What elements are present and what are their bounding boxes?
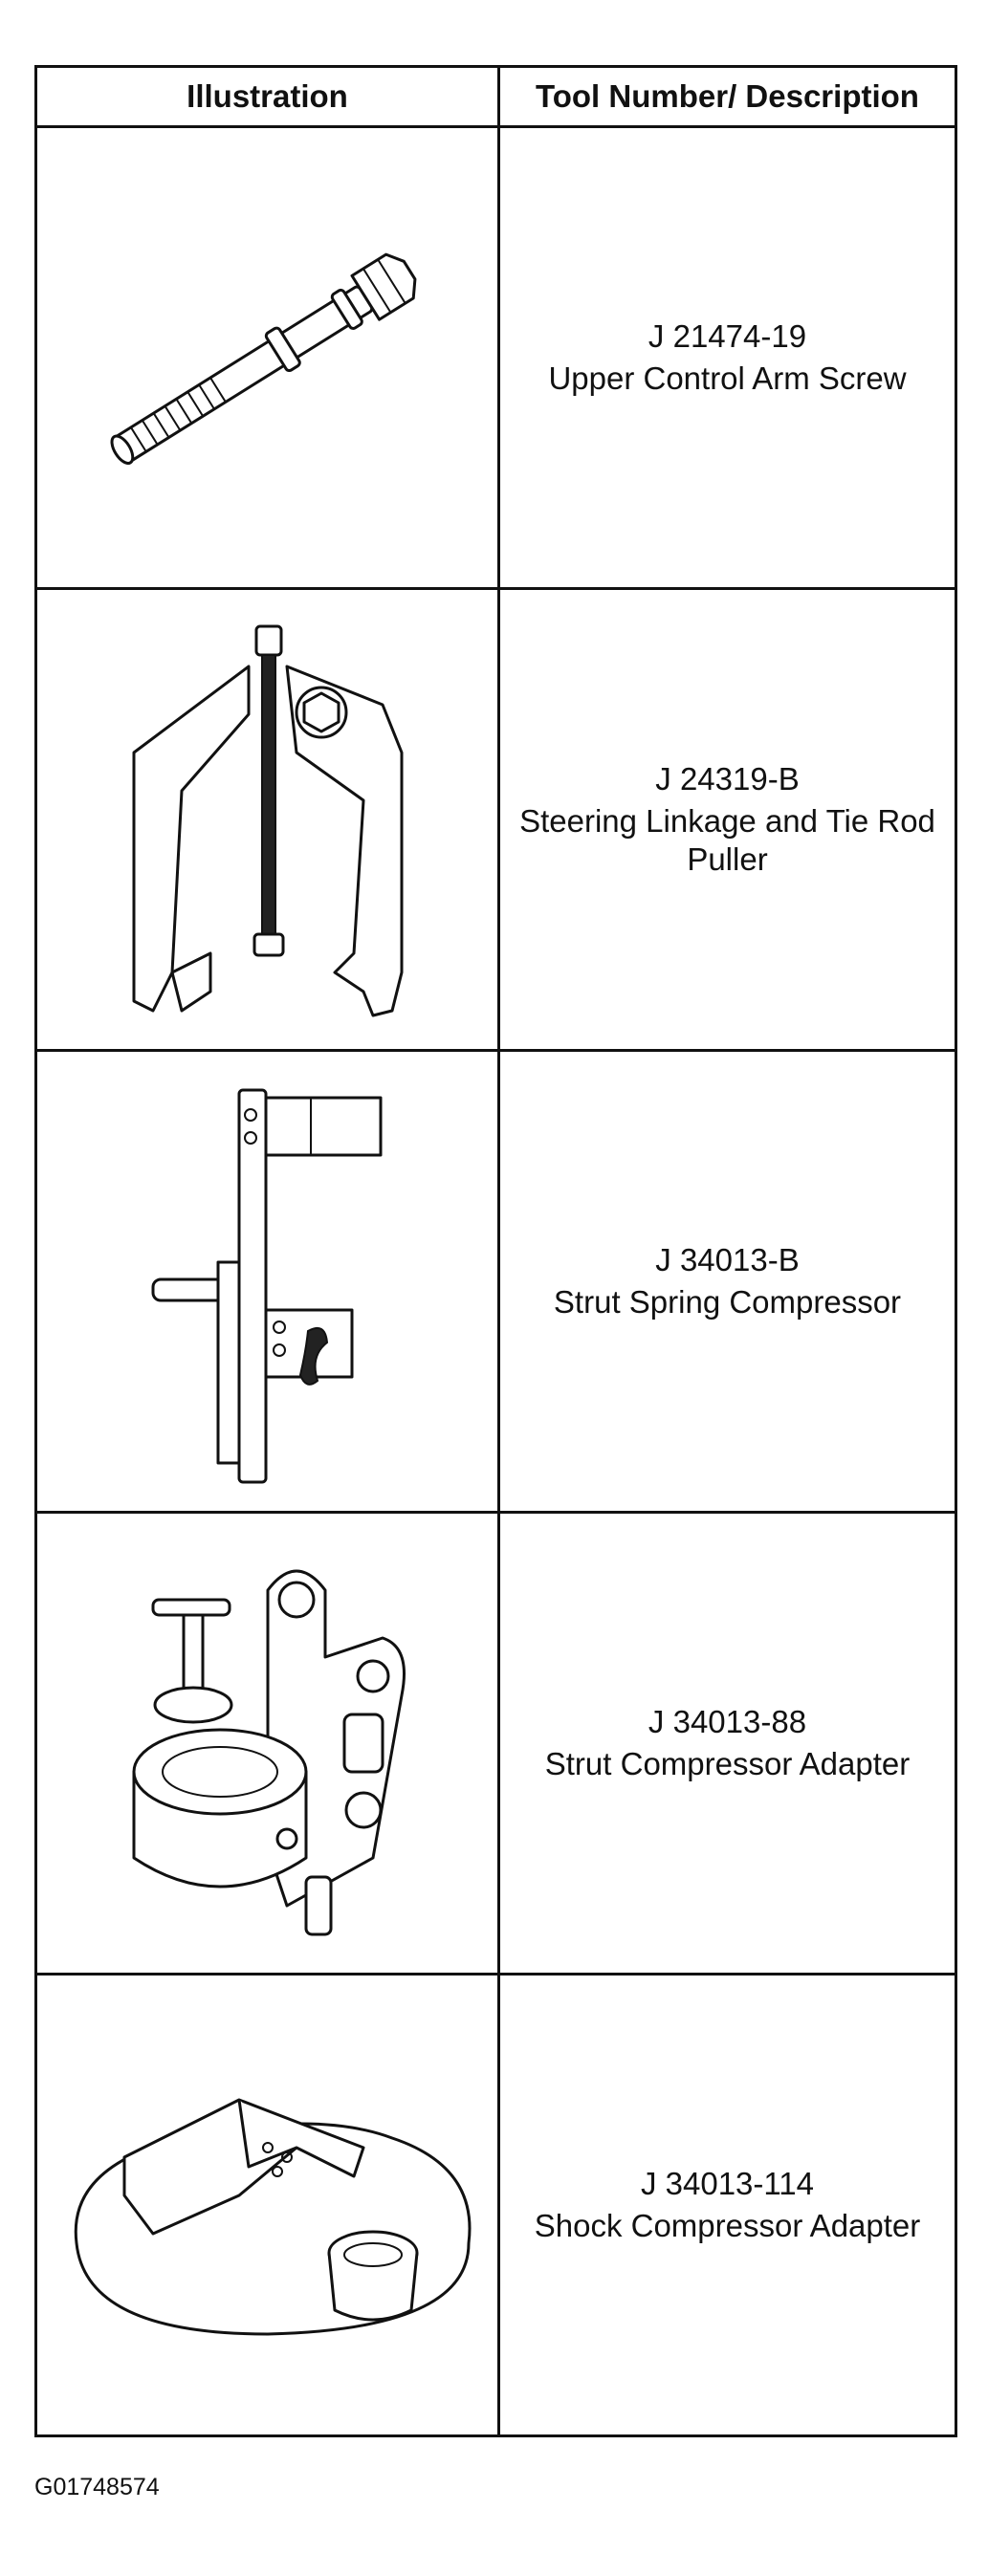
table-row: J 34013-B Strut Spring Compressor (34, 1049, 957, 1514)
tool-number: J 34013-88 (648, 1704, 807, 1739)
puller-illustration (132, 624, 403, 1017)
tool-table-container: Illustration Tool Number/ Description (34, 65, 957, 2437)
description-cell: J 34013-114 Shock Compressor Adapter (497, 1973, 957, 2437)
illustration-cell (34, 1049, 500, 1514)
screw-illustration (110, 252, 416, 465)
illustration-cell (34, 1973, 500, 2437)
tool-table: Illustration Tool Number/ Description (34, 65, 957, 2437)
tool-number: J 34013-B (655, 1242, 800, 1277)
description-cell: J 24319-B Steering Linkage and Tie Rod P… (497, 587, 957, 1052)
tool-description: Upper Control Arm Screw (548, 360, 907, 396)
description-cell: J 34013-B Strut Spring Compressor (497, 1049, 957, 1514)
tool-description: Strut Spring Compressor (553, 1284, 902, 1320)
description-cell: J 34013-88 Strut Compressor Adapter (497, 1511, 957, 1976)
description-cell: J 21474-19 Upper Control Arm Screw (497, 125, 957, 590)
header-tool-number-description: Tool Number/ Description (497, 65, 957, 128)
illustration-cell (34, 125, 500, 590)
tool-description: Steering Linkage and Tie Rod Puller (519, 803, 935, 877)
table-row: J 24319-B Steering Linkage and Tie Rod P… (34, 587, 957, 1052)
adapter-illustration (132, 1569, 406, 1936)
table-row: J 34013-88 Strut Compressor Adapter (34, 1511, 957, 1976)
table-row: J 34013-114 Shock Compressor Adapter (34, 1973, 957, 2437)
tool-number: J 24319-B (655, 761, 800, 797)
shock-adapter-illustration (74, 2098, 471, 2336)
illustration-cell (34, 1511, 500, 1976)
table-header-row: Illustration Tool Number/ Description (34, 65, 957, 128)
tool-number: J 34013-114 (640, 2166, 815, 2201)
illustration-cell (34, 587, 500, 1052)
compressor-illustration (151, 1088, 382, 1484)
tool-number: J 21474-19 (648, 318, 807, 354)
figure-id: G01748574 (34, 2474, 160, 2500)
header-illustration: Illustration (34, 65, 500, 128)
tool-description: Shock Compressor Adapter (534, 2208, 921, 2243)
tool-description: Strut Compressor Adapter (544, 1746, 911, 1781)
table-row: J 21474-19 Upper Control Arm Screw (34, 125, 957, 590)
